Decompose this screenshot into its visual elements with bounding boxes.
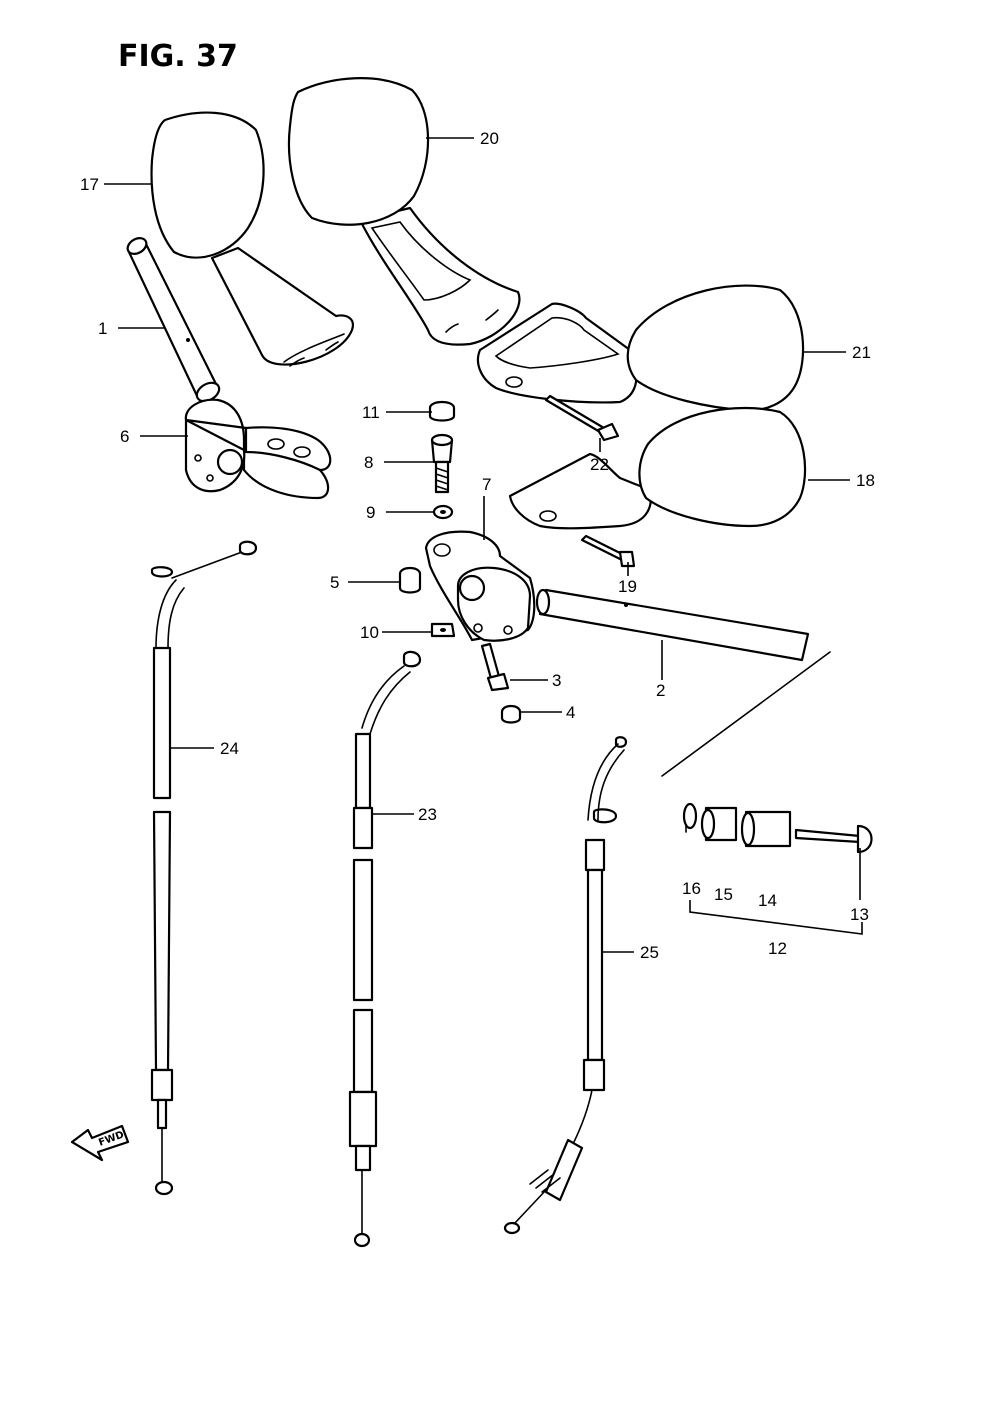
throttle-cable-23 bbox=[348, 650, 422, 1248]
callout-11: 11 bbox=[362, 403, 380, 422]
callout-10: 10 bbox=[360, 623, 379, 642]
callout-1: 1 bbox=[98, 319, 107, 338]
handlebar-holder-6 bbox=[184, 398, 332, 500]
small-parts bbox=[398, 394, 636, 724]
leader-lines bbox=[104, 137, 861, 953]
callout-7: 7 bbox=[482, 475, 491, 494]
callout-15: 15 bbox=[714, 885, 733, 904]
bar-end-assembly-12 bbox=[661, 651, 873, 935]
mirror-21 bbox=[476, 284, 805, 412]
callout-21: 21 bbox=[852, 343, 871, 362]
mirror-20 bbox=[287, 77, 521, 346]
callout-4: 4 bbox=[566, 703, 575, 722]
callout-16: 16 bbox=[682, 879, 701, 898]
callout-19: 19 bbox=[618, 577, 637, 596]
callout-5: 5 bbox=[330, 573, 339, 592]
mirror-17 bbox=[150, 111, 354, 367]
figure-title: FIG. 37 bbox=[118, 39, 238, 74]
callout-17: 17 bbox=[80, 175, 99, 194]
callout-20: 20 bbox=[480, 129, 499, 148]
fwd-arrow-icon: FWD bbox=[70, 1124, 130, 1162]
callout-9: 9 bbox=[366, 503, 375, 522]
callout-labels: 17 1 6 20 21 18 11 8 9 5 10 7 3 4 2 22 1… bbox=[80, 129, 875, 962]
callout-14: 14 bbox=[758, 891, 777, 910]
callout-3: 3 bbox=[552, 671, 561, 690]
callout-18: 18 bbox=[856, 471, 875, 490]
handlebar-holder-7 bbox=[424, 530, 536, 642]
clutch-cable-24 bbox=[150, 540, 258, 1196]
brake-cable-25 bbox=[503, 736, 628, 1235]
callout-25: 25 bbox=[640, 943, 659, 962]
callout-2: 2 bbox=[656, 681, 665, 700]
handlebar-tube-1 bbox=[126, 237, 221, 403]
handlebar-tube-2 bbox=[535, 588, 810, 662]
callout-22: 22 bbox=[590, 455, 609, 474]
callout-24: 24 bbox=[220, 739, 239, 758]
callout-23: 23 bbox=[418, 805, 437, 824]
callout-12: 12 bbox=[768, 939, 787, 958]
callout-8: 8 bbox=[364, 453, 373, 472]
mirror-18 bbox=[508, 406, 807, 530]
callout-6: 6 bbox=[120, 427, 129, 446]
callout-13: 13 bbox=[850, 905, 869, 924]
